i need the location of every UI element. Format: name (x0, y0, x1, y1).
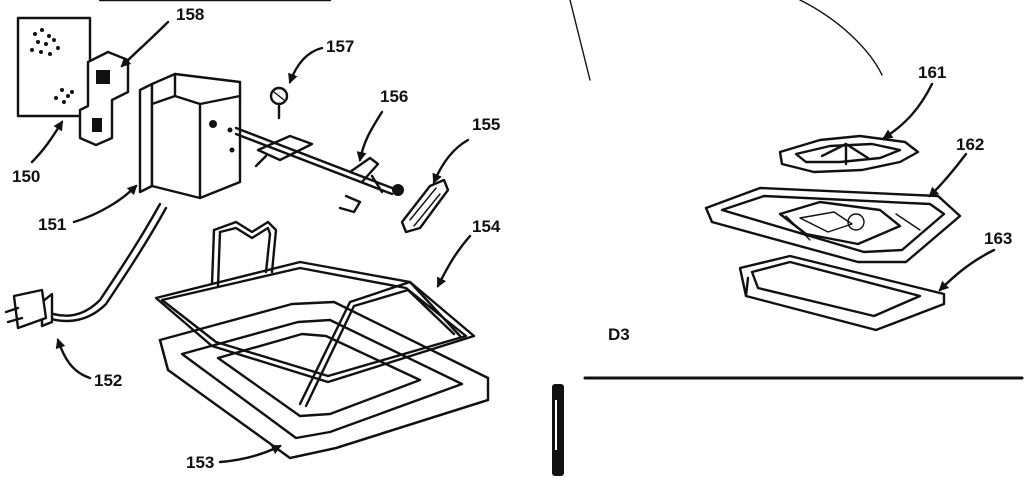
label-157: 157 (326, 37, 354, 56)
part-161-top-grid (778, 134, 920, 174)
part-162-broil-tray (704, 186, 962, 264)
border-line-top (569, 0, 591, 81)
part-156-spit-rod (234, 126, 394, 214)
label-155: 155 (472, 115, 500, 134)
border-curve-top-right (799, 0, 883, 76)
label-162: 162 (956, 135, 984, 154)
label-150: 150 (12, 167, 40, 186)
label-153: 153 (186, 453, 214, 472)
label-151: 151 (38, 215, 66, 234)
scale-marker (552, 384, 564, 476)
part-153-pan (158, 300, 490, 460)
part-154-rack (154, 220, 476, 408)
part-152-cord (4, 202, 168, 330)
label-154: 154 (472, 217, 501, 236)
section-label: D3 (608, 325, 630, 344)
part-157-screw (269, 86, 289, 120)
part-155-handle (392, 178, 450, 234)
leader-arrows (30, 20, 996, 464)
part-163-drip-pan (738, 254, 946, 332)
part-150-plate (16, 16, 92, 118)
label-161: 161 (918, 63, 946, 82)
label-158: 158 (176, 5, 204, 24)
part-158-bracket (78, 50, 130, 147)
label-156: 156 (380, 87, 408, 106)
part-151-motor (138, 72, 242, 200)
label-152: 152 (94, 371, 122, 390)
label-163: 163 (984, 229, 1012, 248)
